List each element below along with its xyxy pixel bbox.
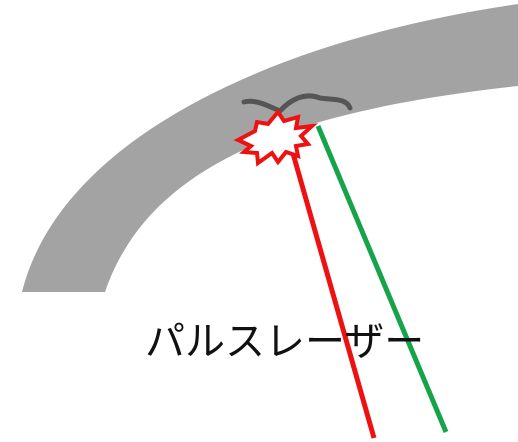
curved-surface-band bbox=[22, 4, 518, 292]
green-laser-beam bbox=[315, 125, 449, 433]
debris-fragment bbox=[241, 93, 353, 114]
impact-burst-icon bbox=[233, 108, 319, 167]
red-laser-beam bbox=[289, 149, 377, 439]
pulse-laser-label: パルスレーザー bbox=[145, 319, 425, 365]
